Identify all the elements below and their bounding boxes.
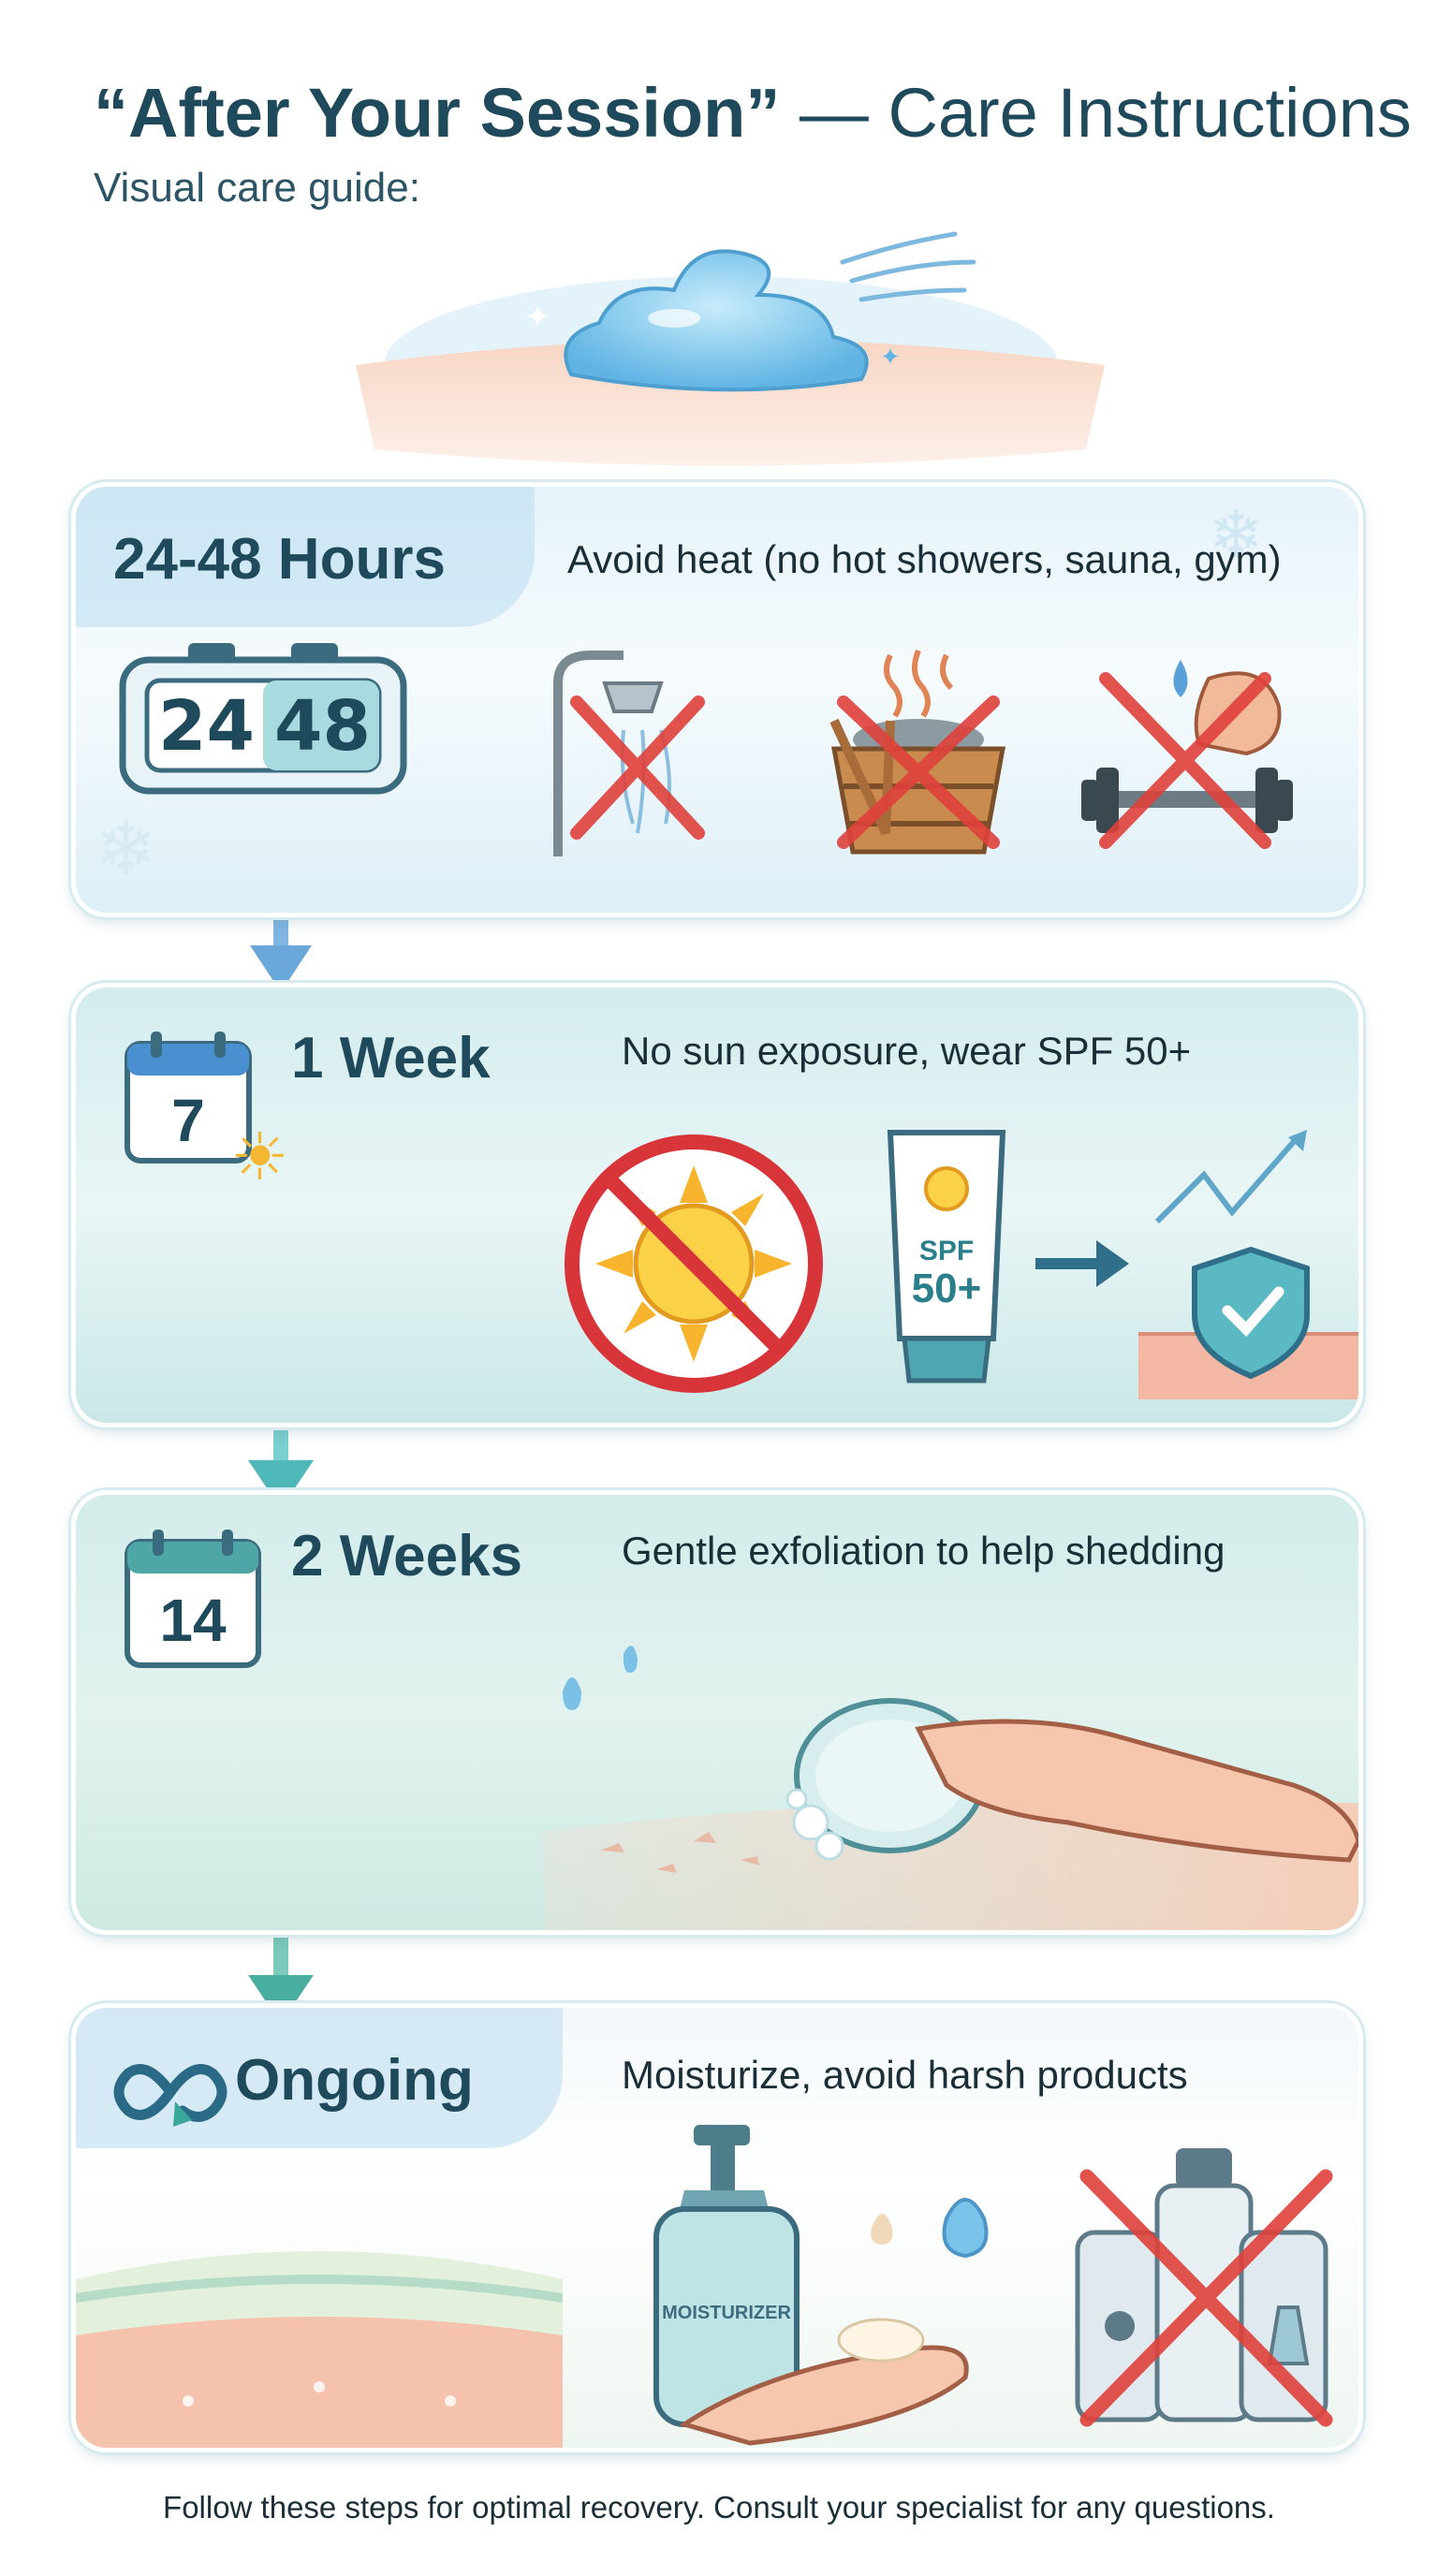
infinity-cycle-icon: [113, 2064, 227, 2127]
snowflake-icon: ❄: [1209, 498, 1264, 571]
moisturizer-label: MOISTURIZER: [662, 2303, 791, 2323]
stage-card-24-48-hours: 24-48 Hours Avoid heat (no hot showers, …: [71, 482, 1363, 917]
no-harsh-products-icon: [1075, 2148, 1333, 2427]
svg-text:✦: ✦: [524, 300, 551, 335]
calendar-icon: 7: [123, 1030, 254, 1165]
stage-card-1-week: 7 ☀ 1 Week No sun exposure, wear SPF 50+…: [71, 983, 1363, 1427]
stage-title: 2 Weeks: [291, 1524, 523, 1588]
no-sauna-icon: [829, 649, 1005, 855]
svg-text:✦: ✦: [880, 343, 901, 371]
calendar-day: 7: [171, 1087, 205, 1154]
stage-tab: [76, 487, 535, 627]
sunscreen-icon: SPF 50+: [876, 1123, 1017, 1390]
calendar-day: 14: [159, 1587, 227, 1654]
cooling-gel-icon: ✦ ✦: [356, 231, 1105, 466]
skin-shield-icon: [1138, 1130, 1358, 1399]
sun-cloud-icon: ☀: [230, 1120, 289, 1193]
no-gym-icon: [1081, 660, 1293, 849]
footer-note: Follow these steps for optimal recovery.…: [163, 2490, 1275, 2525]
title-rest: — Care Instructions: [780, 74, 1412, 152]
stage-instruction: Moisturize, avoid harsh products: [622, 2053, 1188, 2097]
clock-icon: 24 48: [113, 632, 413, 800]
clock-right-value: 48: [274, 686, 371, 767]
calendar-icon: 14: [123, 1528, 263, 1673]
stage-card-ongoing: Ongoing Moisturize, avoid harsh products…: [71, 2003, 1363, 2452]
no-sun-icon: [565, 1134, 823, 1393]
exfoliation-brush-icon: [544, 1646, 1358, 1930]
stage-title: 24-48 Hours: [113, 527, 446, 592]
page-subtitle: Visual care guide:: [94, 165, 420, 211]
stage-title: Ongoing: [235, 2048, 474, 2113]
no-hot-shower-icon: [553, 651, 705, 856]
spf-value: 50+: [911, 1266, 982, 1311]
stage-instruction: Gentle exfoliation to help shedding: [622, 1529, 1225, 1573]
stage-card-2-weeks: 14 2 Weeks Gentle exfoliation to help sh…: [71, 1490, 1363, 1935]
protection-arrow-icon: [1035, 1240, 1129, 1287]
clock-left-value: 24: [158, 686, 255, 767]
stage-instruction: No sun exposure, wear SPF 50+: [622, 1029, 1192, 1073]
stage-title: 1 Week: [291, 1026, 491, 1090]
healed-skin-icon: [76, 2251, 563, 2448]
spf-label: SPF: [918, 1236, 975, 1266]
stage-instruction: Avoid heat (no hot showers, sauna, gym): [567, 537, 1282, 581]
page-title: “After Your Session” — Care Instructions: [94, 73, 1412, 153]
title-bold: “After Your Session”: [94, 74, 781, 152]
snowflake-icon: ❄: [95, 807, 158, 890]
moisturizer-icon: MOISTURIZER: [628, 2125, 1021, 2448]
